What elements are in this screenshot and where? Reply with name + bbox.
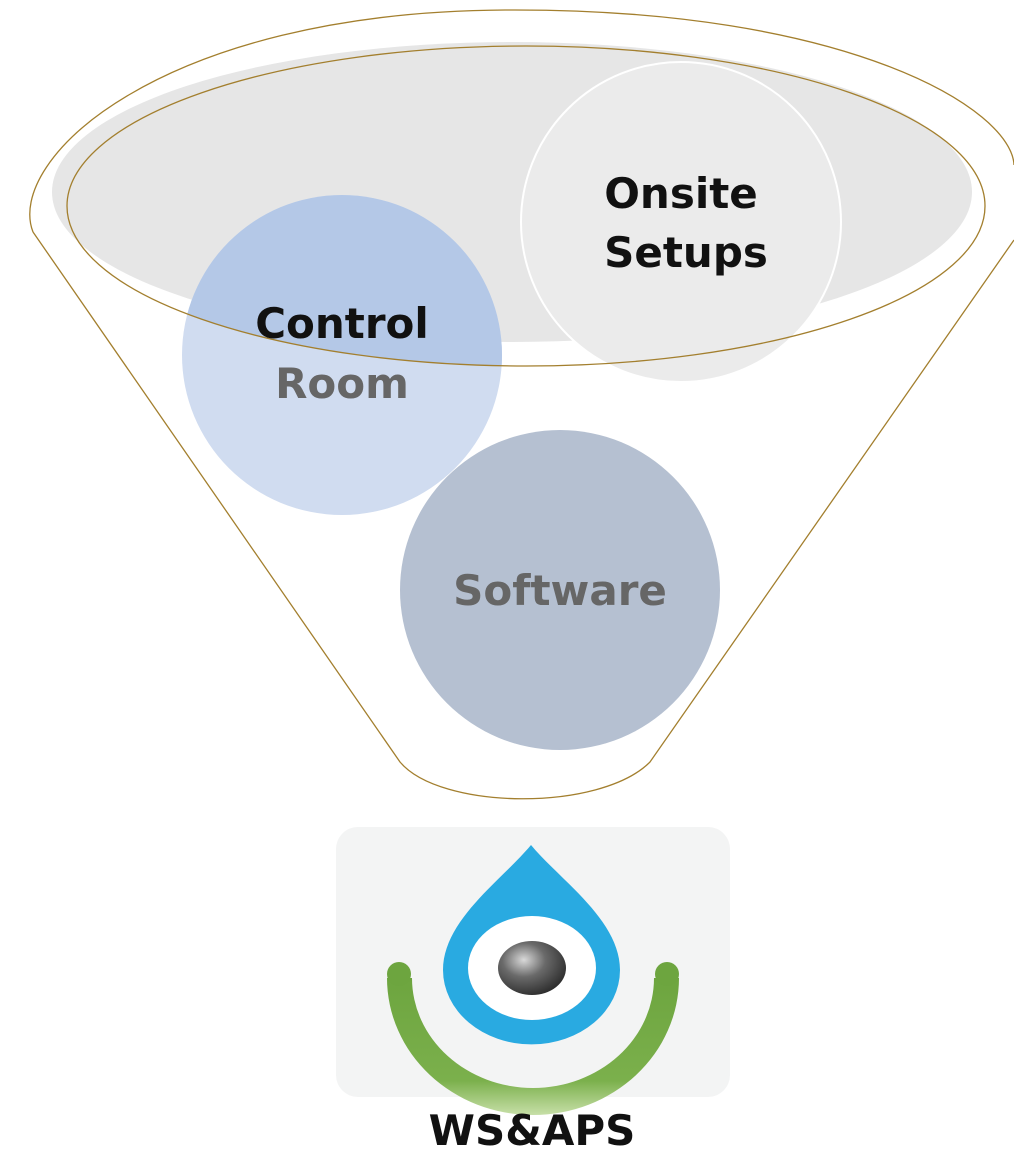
funnel-outline xyxy=(29,9,1014,800)
logo-green-arc xyxy=(387,978,679,1115)
logo-pupil-icon xyxy=(498,941,566,995)
software-label: Software xyxy=(453,566,667,615)
ws-aps-logo xyxy=(336,827,730,1115)
control-label-line1: Control xyxy=(255,299,429,348)
control-label-line2: Room xyxy=(275,359,409,408)
onsite-label-line2: Setups xyxy=(604,228,768,277)
onsite-label-line1: Onsite xyxy=(604,169,758,218)
circle-onsite-setups xyxy=(520,61,842,383)
funnel-rim-ring xyxy=(66,45,986,367)
circle-software xyxy=(400,430,720,750)
logo-caption: WS&APS xyxy=(429,1106,636,1155)
